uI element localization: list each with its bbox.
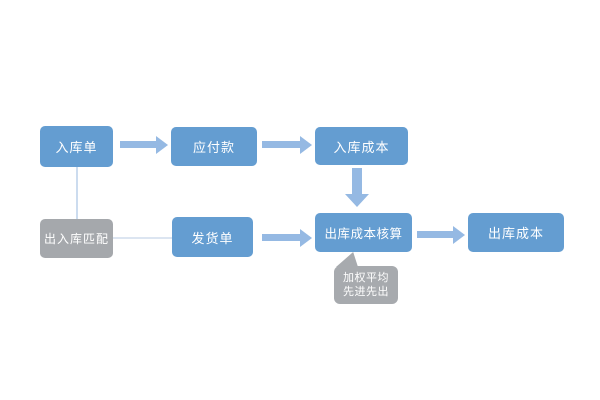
arrow-inbound-cost-to-outbound-cost-accounting — [352, 168, 362, 194]
node-inbound-order: 入库单 — [40, 126, 113, 167]
callout-tail — [336, 252, 358, 267]
arrow-delivery-order-to-outbound-cost-accounting — [262, 234, 300, 241]
line-inout-matching-to-delivery-order — [113, 237, 172, 239]
arrow-accounts-payable-to-inbound-cost — [262, 141, 300, 148]
node-outbound-cost-accounting: 出库成本核算 — [315, 213, 412, 252]
line-inbound-order-to-inout-matching — [76, 167, 78, 219]
arrow-inbound-order-to-accounts-payable — [120, 141, 156, 148]
node-delivery-order: 发货单 — [172, 217, 253, 257]
callout-costing-methods: 加权平均 先进先出 — [334, 266, 398, 304]
callout-line-fifo: 先进先出 — [343, 286, 389, 298]
node-outbound-cost: 出库成本 — [468, 213, 564, 252]
arrow-outbound-cost-accounting-to-outbound-cost — [417, 231, 453, 238]
node-inout-matching: 出入库匹配 — [40, 219, 113, 258]
node-accounts-payable: 应付款 — [171, 127, 257, 166]
callout-line-weighted-average: 加权平均 — [343, 272, 389, 284]
node-inbound-cost: 入库成本 — [315, 127, 408, 165]
